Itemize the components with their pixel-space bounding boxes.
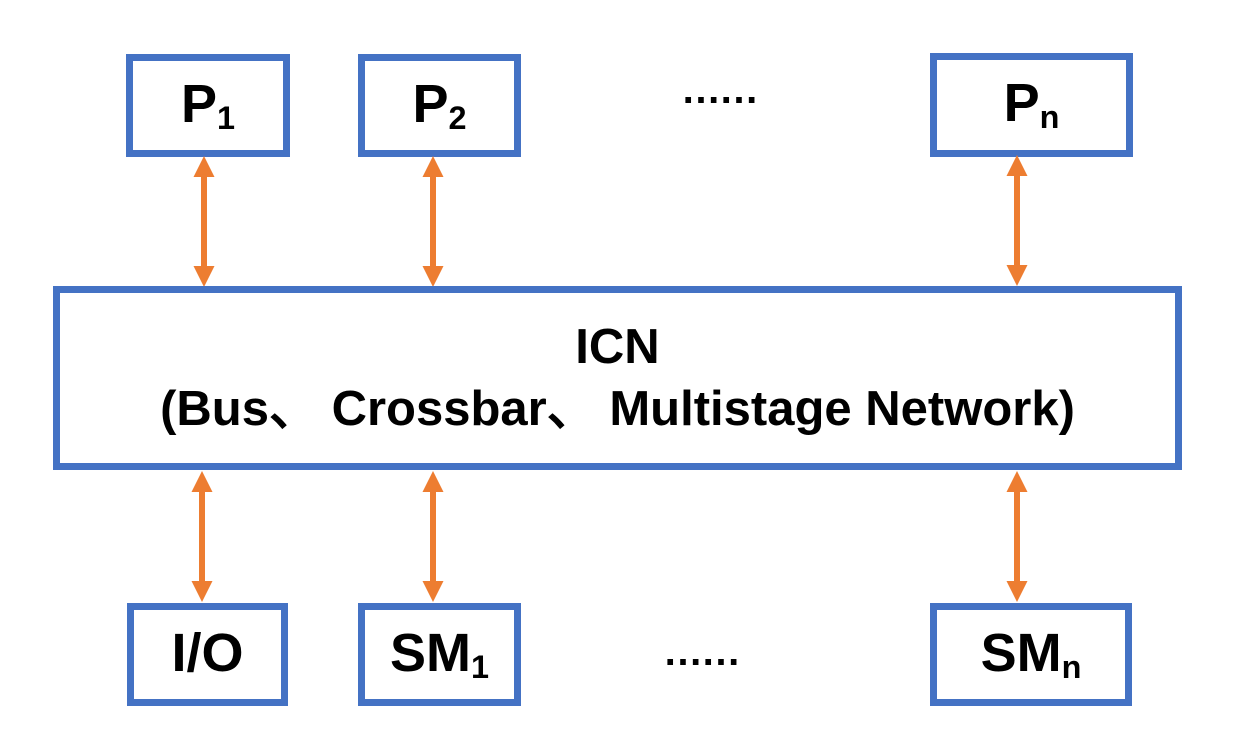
memory-box-smn: SMn	[930, 603, 1132, 706]
memory-label-sm1: SM1	[389, 622, 489, 685]
processor-label-pn: Pn	[1003, 73, 1060, 136]
processor-box-p2: P2	[358, 54, 521, 157]
bottom-ellipsis: ……	[663, 630, 741, 674]
memory-box-sm1: SM1	[358, 603, 521, 706]
icn-box: ICN (Bus、 Crossbar、 Multistage Network)	[53, 286, 1182, 470]
io-label: I/O	[171, 622, 244, 683]
top-ellipsis: ……	[681, 68, 759, 112]
processor-box-p1: P1	[126, 54, 290, 157]
double-arrow-icn-io	[191, 471, 213, 602]
double-arrow-icn-sm1	[422, 471, 444, 602]
processor-label-p1: P1	[180, 73, 236, 136]
double-arrow-pn-icn	[1006, 155, 1028, 286]
processor-box-pn: Pn	[930, 53, 1133, 157]
double-arrow-p2-icn	[422, 156, 444, 287]
memory-label-smn: SMn	[980, 622, 1082, 685]
double-arrow-icn-smn	[1006, 471, 1028, 602]
double-arrow-p1-icn	[193, 156, 215, 287]
icn-title: ICN	[575, 319, 660, 374]
io-box: I/O	[127, 603, 288, 706]
icn-subtitle: (Bus、 Crossbar、 Multistage Network)	[160, 382, 1075, 436]
processor-label-p2: P2	[412, 73, 467, 136]
